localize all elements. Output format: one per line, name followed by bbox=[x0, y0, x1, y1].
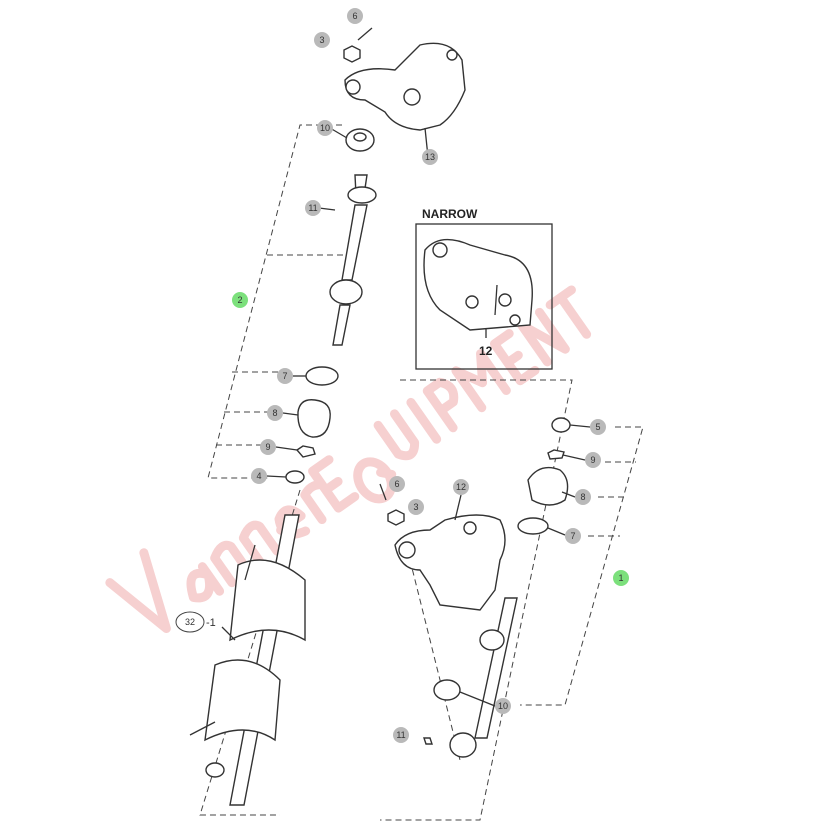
svg-text:10: 10 bbox=[320, 123, 330, 133]
svg-text:6: 6 bbox=[394, 479, 399, 489]
callout-6-top: 6 bbox=[347, 8, 363, 24]
svg-text:8: 8 bbox=[580, 492, 585, 502]
svg-text:11: 11 bbox=[396, 730, 405, 740]
svg-text:13: 13 bbox=[425, 152, 435, 162]
callout-assembly-2[interactable]: 2 bbox=[232, 292, 248, 308]
callout-12-mid: 12 bbox=[453, 479, 469, 495]
svg-text:4: 4 bbox=[256, 471, 261, 481]
svg-text:5: 5 bbox=[595, 422, 600, 432]
inset-part-number: 12 bbox=[479, 344, 493, 358]
narrow-inset: NARROW 12 bbox=[415, 207, 553, 370]
bracket-12 bbox=[379, 483, 506, 611]
callout-7-right: 7 bbox=[565, 528, 581, 544]
callout-4-left: 4 bbox=[251, 468, 267, 484]
svg-text:7: 7 bbox=[570, 531, 575, 541]
svg-text:8: 8 bbox=[272, 408, 277, 418]
svg-text:32: 32 bbox=[185, 617, 195, 627]
svg-text:3: 3 bbox=[319, 35, 324, 45]
svg-text:11: 11 bbox=[308, 203, 317, 213]
svg-text:2: 2 bbox=[237, 295, 242, 305]
callout-9-left: 9 bbox=[260, 439, 276, 455]
svg-text:6: 6 bbox=[352, 11, 357, 21]
callout-10-bottom: 10 bbox=[495, 698, 511, 714]
callout-8-left: 8 bbox=[267, 405, 283, 421]
svg-text:7: 7 bbox=[282, 371, 287, 381]
reference-callout-32[interactable]: 32 -1 bbox=[175, 611, 236, 641]
right-assembly-dash-lines bbox=[380, 379, 644, 821]
svg-text:10: 10 bbox=[498, 701, 508, 711]
callout-11-top: 11 bbox=[305, 200, 321, 216]
inset-label: NARROW bbox=[422, 207, 478, 221]
svg-text:-1: -1 bbox=[206, 617, 216, 629]
bracket-13 bbox=[343, 27, 466, 131]
callout-3-top: 3 bbox=[314, 32, 330, 48]
callout-11-bottom: 11 bbox=[393, 727, 409, 743]
callout-8-right: 8 bbox=[575, 489, 591, 505]
svg-text:1: 1 bbox=[618, 573, 623, 583]
watermark-logo bbox=[105, 285, 592, 634]
callout-9-right: 9 bbox=[585, 452, 601, 468]
callout-7-left: 7 bbox=[277, 368, 293, 384]
left-drive-shaft bbox=[189, 128, 377, 806]
callout-13: 13 bbox=[422, 149, 438, 165]
leader-lines bbox=[266, 127, 591, 707]
svg-text:9: 9 bbox=[265, 442, 270, 452]
svg-text:9: 9 bbox=[590, 455, 595, 465]
callout-3-mid: 3 bbox=[408, 499, 424, 515]
callout-10-top: 10 bbox=[317, 120, 333, 136]
callout-6-mid: 6 bbox=[389, 476, 405, 492]
callout-assembly-1[interactable]: 1 bbox=[613, 570, 629, 586]
svg-text:3: 3 bbox=[413, 502, 418, 512]
svg-text:12: 12 bbox=[456, 482, 466, 492]
callout-5-right: 5 bbox=[590, 419, 606, 435]
